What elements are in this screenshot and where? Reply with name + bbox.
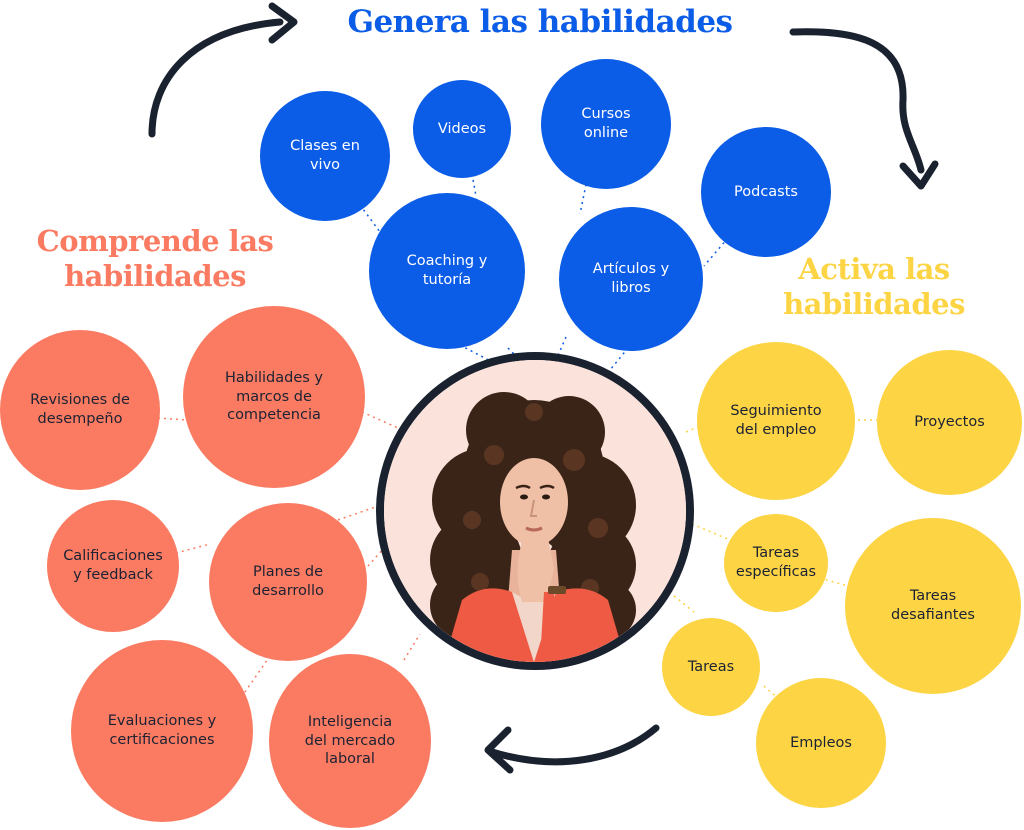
person-illustration bbox=[384, 360, 686, 662]
node-habilidades-y-marcos: Habilidades y marcos de competencia bbox=[183, 306, 365, 488]
node-revisiones-de-desempeno: Revisiones de desempeño bbox=[0, 330, 160, 490]
node-podcasts: Podcasts bbox=[701, 127, 831, 257]
node-calificaciones-y-feedback: Calificaciones y feedback bbox=[47, 500, 179, 632]
cycle-arrow-top-right-icon bbox=[789, 28, 939, 190]
node-proyectos: Proyectos bbox=[877, 350, 1022, 495]
node-tareas: Tareas bbox=[662, 618, 760, 716]
generate-skills-title: Genera las habilidades bbox=[347, 4, 733, 40]
node-seguimiento-del-empleo: Seguimiento del empleo bbox=[697, 342, 855, 500]
node-coaching-y-tutoria: Coaching y tutoría bbox=[369, 193, 525, 349]
node-evaluaciones-y-certificaciones: Evaluaciones y certificaciones bbox=[71, 640, 253, 822]
portrait-photo bbox=[376, 352, 694, 670]
node-planes-de-desarrollo: Planes de desarrollo bbox=[209, 503, 367, 661]
activate-skills-title: Activa las habilidades bbox=[783, 252, 965, 322]
node-cursos-online: Cursos online bbox=[541, 59, 671, 189]
node-tareas-especificas: Tareas específicas bbox=[724, 514, 828, 612]
node-inteligencia-del-mercado-laboral: Inteligencia del mercado laboral bbox=[269, 654, 431, 828]
node-videos: Videos bbox=[413, 80, 511, 178]
node-tareas-desafiantes: Tareas desafiantes bbox=[845, 518, 1021, 694]
node-clases-en-vivo: Clases en vivo bbox=[260, 91, 390, 221]
node-empleos: Empleos bbox=[756, 678, 886, 808]
cycle-arrow-top-left-icon bbox=[148, 2, 298, 138]
cycle-arrow-bottom-icon bbox=[484, 724, 660, 774]
node-articulos-y-libros: Artículos y libros bbox=[559, 207, 703, 351]
understand-skills-title: Comprende las habilidades bbox=[36, 224, 274, 294]
